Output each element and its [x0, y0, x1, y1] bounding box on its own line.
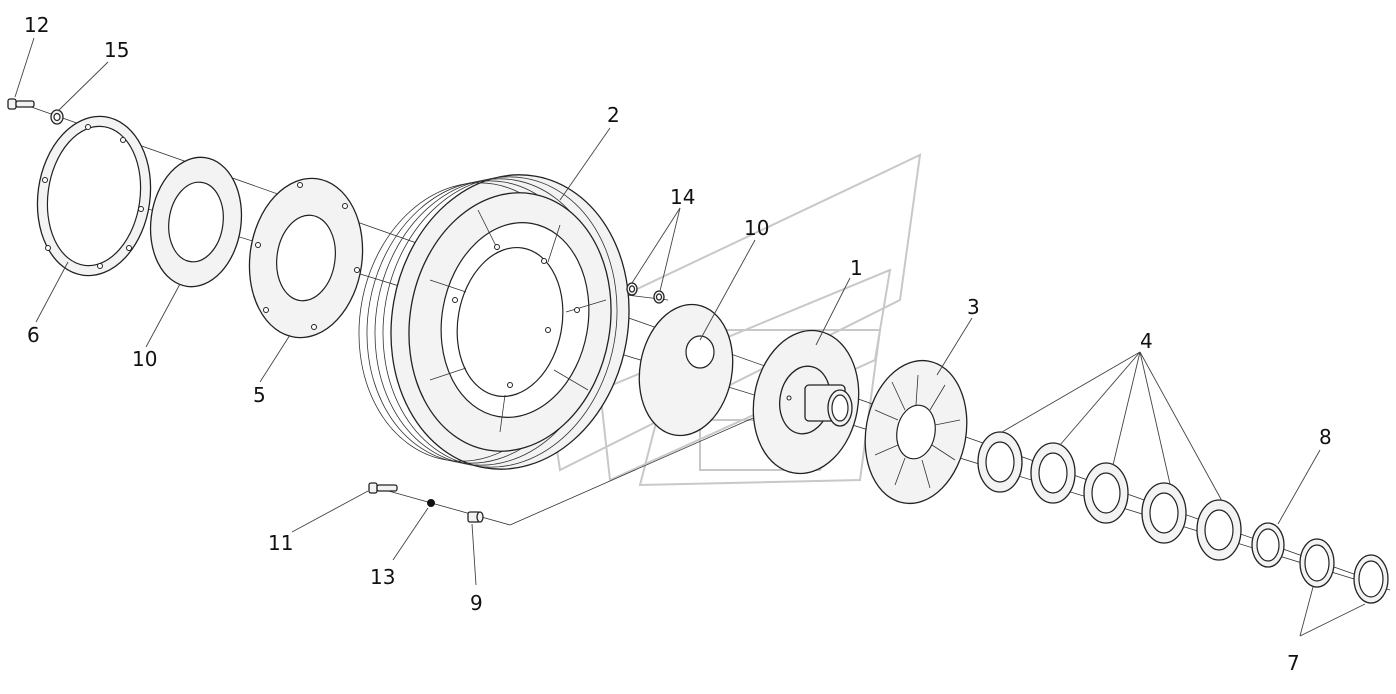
callout-7: 7: [1287, 651, 1300, 675]
plate-part-5: [248, 177, 364, 339]
callout-4: 4: [1140, 329, 1153, 353]
washer-part-15: [50, 109, 64, 125]
callout-15: 15: [104, 38, 129, 62]
callout-10-left: 10: [132, 347, 157, 371]
hub-part-1: [752, 329, 860, 475]
callout-5: 5: [253, 383, 266, 407]
rings-part-4: [977, 431, 1242, 561]
fin-plate-part-3: [864, 359, 968, 505]
sleeve-part-8: [1251, 522, 1285, 568]
ring-part-6: [36, 115, 152, 277]
disc-part-10-right: [638, 303, 734, 437]
pin-part-11: [368, 482, 398, 494]
snap-rings-part-7: [1299, 538, 1389, 604]
bolt-part-12: [7, 98, 35, 110]
callout-6: 6: [27, 323, 40, 347]
leader-lines: [14, 37, 1366, 637]
pulley-part-2: [358, 174, 630, 470]
callout-13: 13: [370, 565, 395, 589]
ball-part-13: [427, 499, 435, 507]
callout-14: 14: [670, 185, 695, 209]
callout-labels: 12 15 2 14 10 1 3 4 6 10 5 8 11 13 9 7: [24, 13, 1332, 675]
callout-2: 2: [607, 103, 620, 127]
bushing-part-9: [467, 511, 484, 523]
callout-3: 3: [967, 295, 980, 319]
callout-10-right: 10: [744, 216, 769, 240]
callout-8: 8: [1319, 425, 1332, 449]
callout-9: 9: [470, 591, 483, 615]
callout-12: 12: [24, 13, 49, 37]
callout-1: 1: [850, 256, 863, 280]
disc-part-10-left: [149, 156, 243, 288]
callout-11: 11: [268, 531, 293, 555]
